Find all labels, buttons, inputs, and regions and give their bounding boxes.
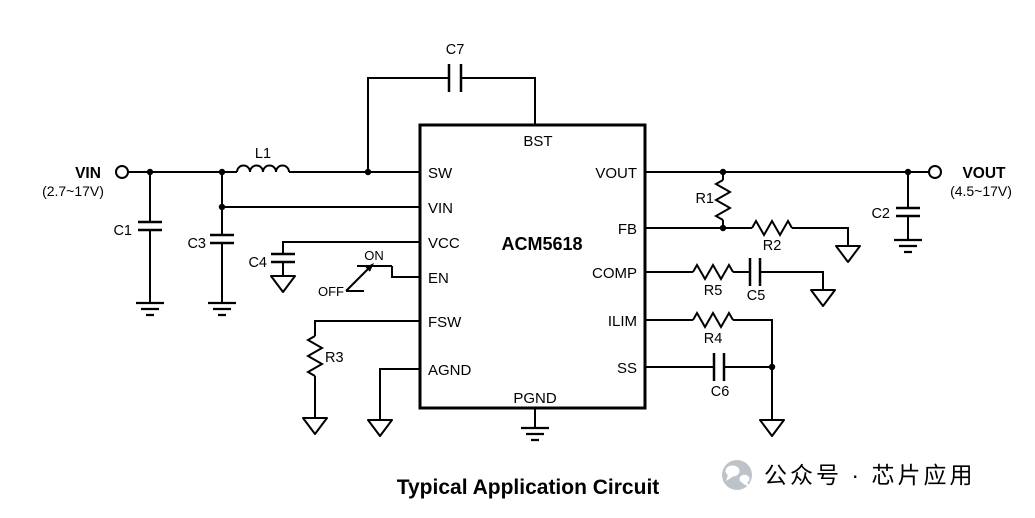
pin-label-agnd: AGND	[428, 362, 472, 379]
label-r3: R3	[325, 350, 344, 366]
capacitor-c1	[138, 220, 162, 232]
junction-dot	[719, 168, 727, 176]
label-c2: C2	[871, 206, 890, 222]
junction-dot	[146, 168, 154, 176]
label-c7: C7	[446, 42, 465, 58]
vin-label: VIN	[75, 165, 101, 182]
vout-label: VOUT	[962, 165, 1006, 182]
label-r5: R5	[704, 283, 723, 299]
label-switch-on: ON	[364, 248, 384, 263]
wires	[128, 77, 929, 428]
resistor-r4	[692, 310, 734, 330]
figure-title: Typical Application Circuit	[397, 476, 660, 499]
vin-terminal	[115, 165, 129, 179]
capacitor-c5	[748, 258, 762, 286]
junction-dot	[218, 203, 226, 211]
ground-earth-c2	[894, 238, 922, 254]
junction-dots	[146, 168, 912, 371]
watermark: 公众号 · 芯片应用	[722, 460, 975, 490]
junction-dot	[218, 168, 226, 176]
capacitor-c4	[271, 252, 295, 264]
ground-symbols-earth	[136, 238, 922, 442]
vout-range: (4.5~17V)	[950, 183, 1012, 199]
pin-label-fb: FB	[618, 221, 637, 238]
ground-triangle-c4	[270, 275, 296, 293]
capacitor-c7	[447, 64, 463, 92]
wechat-icon-bubble-small	[739, 474, 750, 484]
ground-earth-pgnd	[521, 426, 549, 442]
label-switch-off: OFF	[318, 284, 344, 299]
junction-dot	[364, 168, 372, 176]
pin-label-pgnd: PGND	[513, 390, 557, 407]
capacitor-c3	[210, 233, 234, 245]
ground-triangle-comp	[810, 289, 836, 307]
wechat-icon-bubble-large	[725, 465, 740, 477]
junction-dot	[904, 168, 912, 176]
enable-switch	[345, 263, 392, 292]
label-r4: R4	[704, 331, 723, 347]
resistor-r1	[713, 179, 733, 221]
resistor-r2	[751, 218, 793, 238]
vin-range: (2.7~17V)	[42, 183, 104, 199]
pin-label-vin: VIN	[428, 200, 453, 217]
chip-name: ACM5618	[501, 234, 582, 254]
ground-triangle-ss	[759, 419, 785, 437]
label-c3: C3	[187, 236, 206, 252]
ground-triangle-fb	[835, 245, 861, 263]
label-c6: C6	[711, 384, 730, 400]
junction-dot	[719, 224, 727, 232]
capacitor-c2	[896, 206, 920, 218]
pin-label-fsw: FSW	[428, 314, 462, 331]
pin-label-vcc: VCC	[428, 235, 460, 252]
switch-arrowhead	[365, 263, 374, 272]
label-r2: R2	[763, 238, 782, 254]
switch-contact-bars	[346, 265, 392, 292]
capacitor-c6	[712, 353, 726, 381]
ground-triangle-r3	[302, 417, 328, 435]
wechat-icon-bubble-large-tail	[726, 475, 733, 481]
watermark-text: 公众号 · 芯片应用	[764, 462, 975, 488]
label-c5: C5	[747, 288, 766, 304]
label-r1: R1	[695, 191, 714, 207]
ground-symbols-triangle	[270, 245, 861, 437]
switch-lever	[345, 268, 369, 292]
pin-label-ss: SS	[617, 360, 637, 377]
junction-dot	[768, 363, 776, 371]
label-l1: L1	[255, 146, 271, 162]
label-c4: C4	[248, 255, 267, 271]
pin-label-ilim: ILIM	[608, 313, 637, 330]
vout-terminal	[928, 165, 942, 179]
resistor-r3	[305, 335, 325, 377]
ic-body	[418, 123, 647, 410]
pin-label-sw: SW	[428, 165, 453, 182]
label-c1: C1	[113, 223, 132, 239]
resistor-r5	[692, 262, 734, 282]
ground-triangle-agnd	[367, 419, 393, 437]
ground-earth-c1	[136, 301, 164, 317]
pin-label-vout: VOUT	[595, 165, 637, 182]
wechat-icon-bubble-small-tail	[742, 482, 750, 487]
ground-earth-c3	[208, 301, 236, 317]
pin-label-bst: BST	[523, 133, 552, 150]
inductor-l1	[236, 164, 290, 173]
pin-label-comp: COMP	[592, 265, 637, 282]
pin-label-en: EN	[428, 270, 449, 287]
